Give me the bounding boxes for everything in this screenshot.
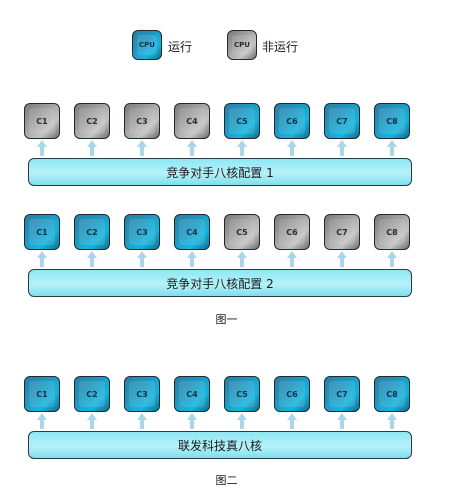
legend-idle-chip-icon: CPU xyxy=(227,30,257,60)
figure2-row-core-c5-chip-icon: C5 xyxy=(224,376,260,412)
figure1-row1-bar: 竞争对手八核配置 1 xyxy=(28,158,412,186)
figure1-row2-core-label: C6 xyxy=(286,227,298,237)
figure1-row2-up-arrow-icon xyxy=(137,251,147,267)
figure2-row-core-label: C6 xyxy=(286,389,298,399)
figure2-row-up-arrow-icon xyxy=(137,413,147,429)
figure2-row-up-arrow-icon xyxy=(337,413,347,429)
figure1-row1-up-arrow-icon xyxy=(387,140,397,156)
figure1-row1-up-arrow-icon xyxy=(187,140,197,156)
figure2-row-core-label: C1 xyxy=(36,389,48,399)
legend-running-chip-icon: CPU xyxy=(132,30,162,60)
figure1-row2-core-label: C2 xyxy=(86,227,98,237)
figure2-bar: 联发科技真八核 xyxy=(28,431,412,459)
figure2-bar-label: 联发科技真八核 xyxy=(177,438,262,453)
figure1-row1-up-arrow-icon xyxy=(287,140,297,156)
figure2-row-core-label: C3 xyxy=(136,389,148,399)
legend-running-chip-text: CPU xyxy=(139,41,155,49)
figure1-row1-core-label: C2 xyxy=(86,116,98,126)
legend-running-label: 运行 xyxy=(168,40,193,54)
figure2-row-up-arrow-icon xyxy=(187,413,197,429)
figure1-row2-core-label: C8 xyxy=(386,227,398,237)
figure1-row1-core-c3-chip-icon: C3 xyxy=(124,103,160,139)
figure1-row1-core-c6-chip-icon: C6 xyxy=(274,103,310,139)
figure1-row2-core-c8-chip-icon: C8 xyxy=(374,214,410,250)
figure2-row-core-c8-chip-icon: C8 xyxy=(374,376,410,412)
figure1-row1-up-arrow-icon xyxy=(137,140,147,156)
figure1-row1-core-label: C1 xyxy=(36,116,48,126)
figure1-row1-core-label: C3 xyxy=(136,116,148,126)
figure1-row1-core-label: C6 xyxy=(286,116,298,126)
figure2-row-core-label: C2 xyxy=(86,389,98,399)
figure1-row1-core-label: C7 xyxy=(336,116,348,126)
figure1-row1-core-c8-chip-icon: C8 xyxy=(374,103,410,139)
figure1-row2-up-arrow-icon xyxy=(287,251,297,267)
figure2-row-core-c2-chip-icon: C2 xyxy=(74,376,110,412)
figure1-row2-core-c7-chip-icon: C7 xyxy=(324,214,360,250)
figure1-row2-core-c4-chip-icon: C4 xyxy=(174,214,210,250)
figure1-row1-core-c4-chip-icon: C4 xyxy=(174,103,210,139)
figure1-row2-core-label: C3 xyxy=(136,227,148,237)
figure1-row1-core-label: C4 xyxy=(186,116,198,126)
figure1-row1-up-arrow-icon xyxy=(37,140,47,156)
figure1-row1-core-c2-chip-icon: C2 xyxy=(74,103,110,139)
figure1-row1-up-arrow-icon xyxy=(237,140,247,156)
figure1-row2-up-arrow-icon xyxy=(237,251,247,267)
figure2-row-core-label: C5 xyxy=(236,389,248,399)
figure1-row2-up-arrow-icon xyxy=(387,251,397,267)
figure1-row2-core-c6-chip-icon: C6 xyxy=(274,214,310,250)
figure1-row2-up-arrow-icon xyxy=(337,251,347,267)
figure2-row-core-c7-chip-icon: C7 xyxy=(324,376,360,412)
figure1-row1-core-label: C8 xyxy=(386,116,398,126)
figure1-row1-core-c7-chip-icon: C7 xyxy=(324,103,360,139)
figure1-row1-up-arrow-icon xyxy=(337,140,347,156)
figure1-row2-core-c2-chip-icon: C2 xyxy=(74,214,110,250)
figure2-row-up-arrow-icon xyxy=(237,413,247,429)
figure1-row2-core-c5-chip-icon: C5 xyxy=(224,214,260,250)
figure2-row-core-c3-chip-icon: C3 xyxy=(124,376,160,412)
figure1-row2-bar: 竞争对手八核配置 2 xyxy=(28,269,412,297)
figure2-row-up-arrow-icon xyxy=(287,413,297,429)
figure1-row2-up-arrow-icon xyxy=(187,251,197,267)
figure1-row1-core-c1-chip-icon: C1 xyxy=(24,103,60,139)
figure2-row-core-label: C8 xyxy=(386,389,398,399)
figure2-row-up-arrow-icon xyxy=(37,413,47,429)
figure2-row-core-label: C7 xyxy=(336,389,348,399)
figure2-row-core-c6-chip-icon: C6 xyxy=(274,376,310,412)
figure1-row2-core-label: C4 xyxy=(186,227,198,237)
figure1-row2-core-label: C1 xyxy=(36,227,48,237)
figure2-row-core-label: C4 xyxy=(186,389,198,399)
figure2-row-up-arrow-icon xyxy=(87,413,97,429)
figure1-row1-core-label: C5 xyxy=(236,116,248,126)
figure2-caption: 图二 xyxy=(215,474,238,487)
figure2-row-core-c1-chip-icon: C1 xyxy=(24,376,60,412)
figure2-row-up-arrow-icon xyxy=(387,413,397,429)
figure1-row2-core-label: C5 xyxy=(236,227,248,237)
figure1-row2-core-c3-chip-icon: C3 xyxy=(124,214,160,250)
figure1-row1-up-arrow-icon xyxy=(87,140,97,156)
legend-idle-chip-text: CPU xyxy=(234,41,250,49)
figure1-row1-core-c5-chip-icon: C5 xyxy=(224,103,260,139)
figure1-row2-up-arrow-icon xyxy=(37,251,47,267)
figure1-row2-up-arrow-icon xyxy=(87,251,97,267)
figure1-row2-bar-label: 竞争对手八核配置 2 xyxy=(166,276,274,291)
figure2-row-core-c4-chip-icon: C4 xyxy=(174,376,210,412)
figure1-row2-core-label: C7 xyxy=(336,227,348,237)
figure1-row1-bar-label: 竞争对手八核配置 1 xyxy=(166,165,274,180)
figure1-caption: 图一 xyxy=(215,313,238,326)
legend-idle-label: 非运行 xyxy=(262,40,299,54)
figure1-row2-core-c1-chip-icon: C1 xyxy=(24,214,60,250)
